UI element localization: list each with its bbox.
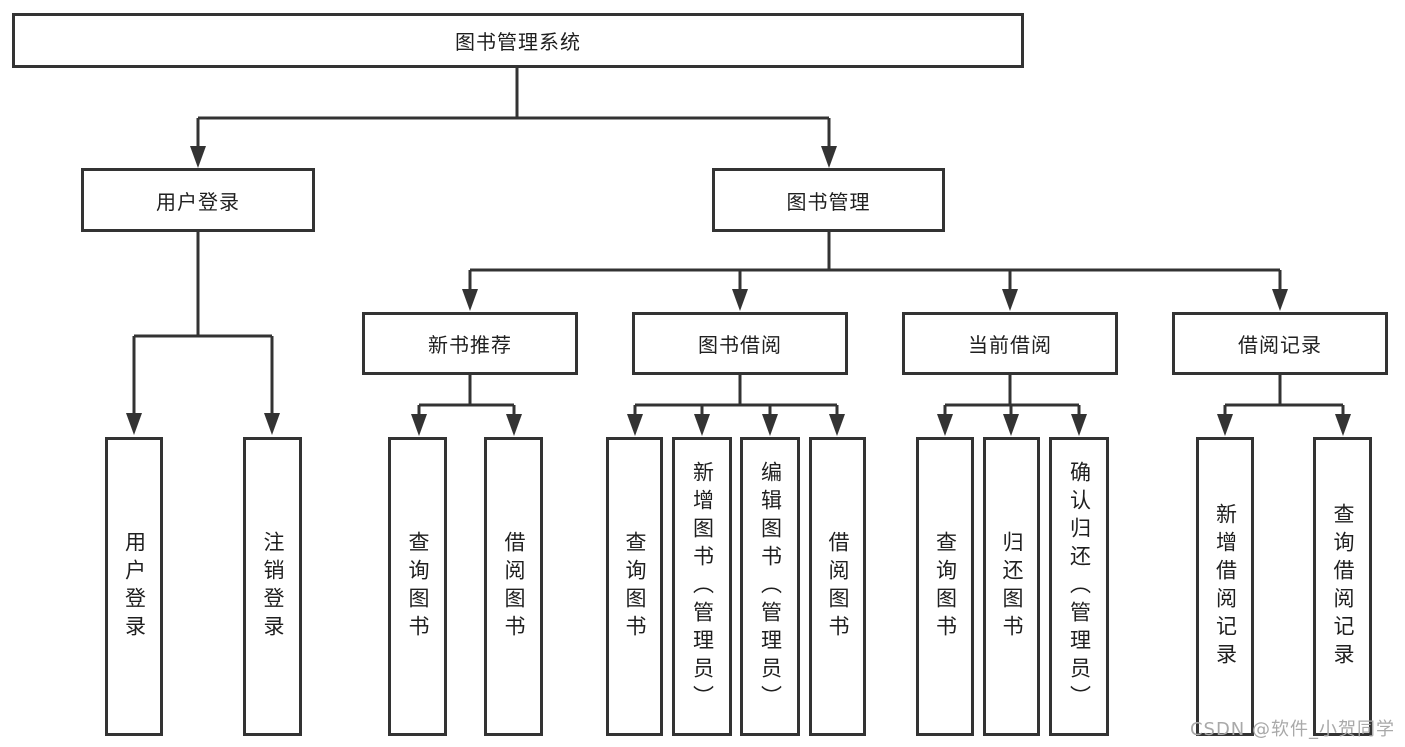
leaf-borrow-books-recommend-label: 借阅图书 <box>502 530 526 643</box>
node-borrow-records-label: 借阅记录 <box>1238 333 1322 357</box>
node-book-borrowing-label: 图书借阅 <box>698 333 782 357</box>
leaf-query-books-current: 查询图书 <box>916 437 974 736</box>
leaf-confirm-return-admin-label: 确认归还（管理员） <box>1067 460 1092 713</box>
node-book-management: 图书管理 <box>712 168 945 232</box>
node-new-book-recommend-label: 新书推荐 <box>428 333 512 357</box>
leaf-user-login-label: 用户登录 <box>122 530 147 643</box>
leaf-user-login: 用户登录 <box>105 437 163 736</box>
leaf-logout-label: 注销登录 <box>261 530 285 643</box>
leaf-query-borrow-record-label: 查询借阅记录 <box>1331 502 1355 671</box>
node-book-management-label: 图书管理 <box>786 189 871 214</box>
leaf-edit-book-admin: 编辑图书（管理员） <box>740 437 800 736</box>
leaf-query-books-recommend: 查询图书 <box>388 437 447 736</box>
leaf-return-book-label: 归还图书 <box>1000 530 1024 643</box>
node-user-login: 用户登录 <box>81 168 315 232</box>
leaf-query-books-borrowing: 查询图书 <box>606 437 663 736</box>
leaf-add-book-admin-label: 新增图书（管理员） <box>690 460 715 713</box>
node-current-borrowing: 当前借阅 <box>902 312 1118 375</box>
leaf-add-borrow-record-label: 新增借阅记录 <box>1213 502 1238 671</box>
leaf-return-book: 归还图书 <box>983 437 1040 736</box>
leaf-query-books-borrowing-label: 查询图书 <box>623 530 647 643</box>
leaf-logout: 注销登录 <box>243 437 302 736</box>
node-book-borrowing: 图书借阅 <box>632 312 848 375</box>
csdn-watermark: CSDN @软件_小贺同学 <box>1189 719 1395 740</box>
leaf-query-books-recommend-label: 查询图书 <box>406 530 430 643</box>
leaf-edit-book-admin-label: 编辑图书（管理员） <box>758 460 783 713</box>
node-borrow-records: 借阅记录 <box>1172 312 1388 375</box>
leaf-confirm-return-admin: 确认归还（管理员） <box>1049 437 1109 736</box>
leaf-query-books-current-label: 查询图书 <box>933 530 958 643</box>
leaf-borrow-books: 借阅图书 <box>809 437 866 736</box>
arrowhead-icons <box>126 146 1351 436</box>
node-new-book-recommend: 新书推荐 <box>362 312 578 375</box>
leaf-add-book-admin: 新增图书（管理员） <box>672 437 732 736</box>
leaf-borrow-books-label: 借阅图书 <box>826 530 850 643</box>
leaf-add-borrow-record: 新增借阅记录 <box>1196 437 1254 736</box>
tree-connector-lines <box>132 68 1345 415</box>
node-root-label: 图书管理系统 <box>455 30 581 54</box>
node-root: 图书管理系统 <box>12 13 1024 68</box>
node-user-login-label: 用户登录 <box>156 189 240 214</box>
leaf-query-borrow-record: 查询借阅记录 <box>1313 437 1372 736</box>
leaf-borrow-books-recommend: 借阅图书 <box>484 437 543 736</box>
node-current-borrowing-label: 当前借阅 <box>968 333 1052 357</box>
